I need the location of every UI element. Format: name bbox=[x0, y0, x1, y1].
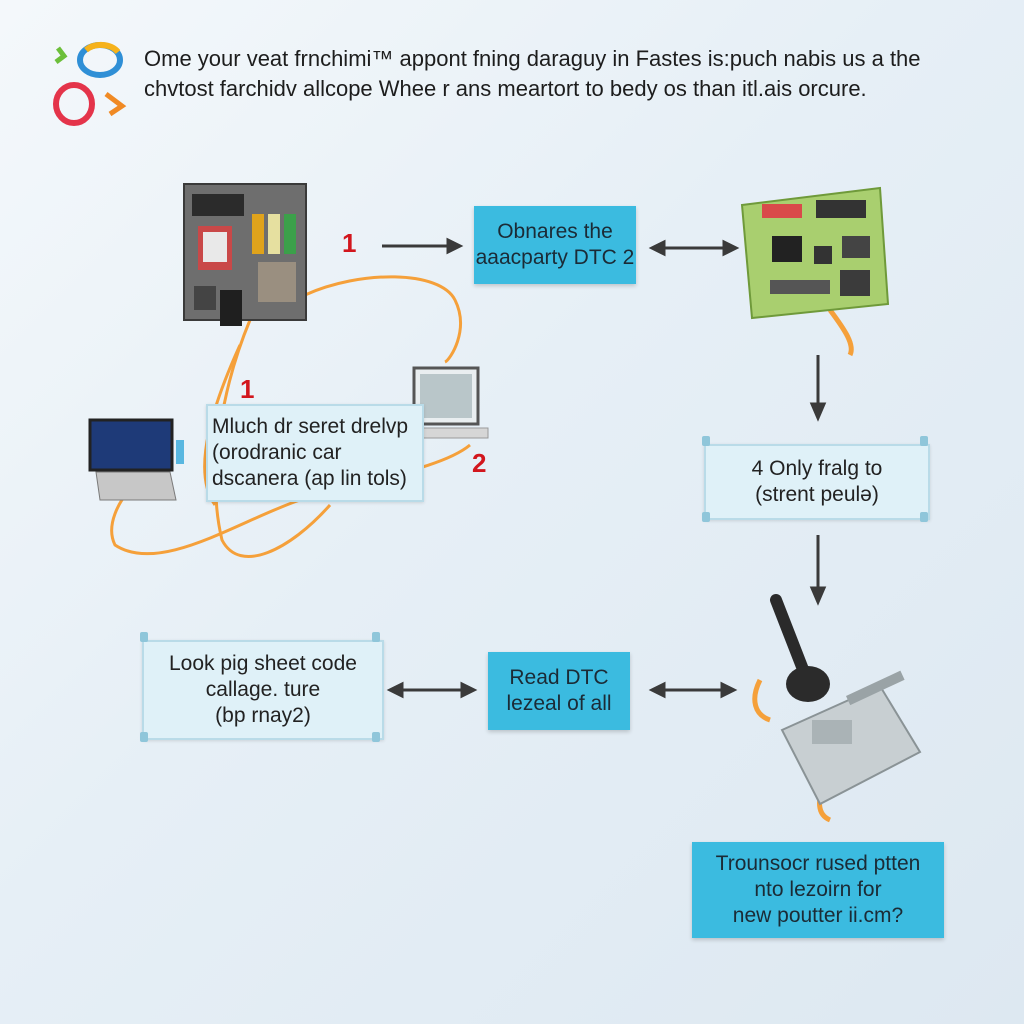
box-lookup-line-3: (bp rnay2) bbox=[215, 704, 311, 727]
step-number-2: 2 bbox=[472, 448, 487, 478]
box-manual-scanner: Mluch dr seret drelvp (orodranic car dsc… bbox=[206, 404, 424, 502]
box-read-line-2: lezeal of all bbox=[506, 692, 612, 715]
box-read-line-1: Read DTC bbox=[509, 666, 609, 689]
box-only-fralg: 4 Only fralg to (strent peulə) bbox=[704, 444, 930, 520]
laptop-icon bbox=[88, 418, 184, 501]
box-only-pin bbox=[702, 512, 710, 522]
box-lookup-line-2: callage. ture bbox=[205, 678, 321, 701]
box-troubleshoot-line-2: nto lezoirn for bbox=[754, 878, 882, 901]
box-lookup-pin bbox=[372, 732, 380, 742]
box-only-pin bbox=[920, 436, 928, 446]
monitor-icon bbox=[412, 366, 489, 439]
box-lookup-pin bbox=[140, 732, 148, 742]
box-troubleshoot-line-1: Trounsocr rused ptten bbox=[715, 852, 921, 875]
header-line-1: Ome your veat frnchimi™ appont fning dar… bbox=[144, 46, 921, 71]
box-only-pin bbox=[920, 512, 928, 522]
box-read-dtc: Read DTC lezeal of all bbox=[488, 652, 630, 730]
box-only-pin bbox=[702, 436, 710, 446]
box-troubleshoot: Trounsocr rused ptten nto lezoirn for ne… bbox=[692, 842, 944, 938]
box-lookup-pin bbox=[372, 632, 380, 642]
logo-circles-icon bbox=[53, 41, 127, 126]
box-lookup-line-1: Look pig sheet code bbox=[169, 652, 357, 675]
step-number-1-left: 1 bbox=[240, 374, 255, 404]
circuit-board-icon bbox=[740, 186, 890, 320]
box-obtain-dtc: Obnares the aaacparty DTC 2 bbox=[474, 206, 636, 284]
ecu-device-icon bbox=[183, 183, 307, 326]
box-obtain-line-2: aaacparty DTC 2 bbox=[475, 246, 635, 269]
box-only-line-2: (strent peulə) bbox=[755, 483, 879, 506]
obd-scanner-icon bbox=[770, 594, 922, 806]
box-manual-line-3: dscanera (ap lin tols) bbox=[212, 467, 407, 490]
header-description: Ome your veat frnchimi™ appont fning dar… bbox=[144, 44, 984, 104]
flow-arrows bbox=[382, 237, 827, 699]
box-lookup-code: Look pig sheet code callage. ture (bp rn… bbox=[142, 640, 384, 740]
box-manual-line-2: (orodranic car bbox=[212, 441, 342, 464]
box-lookup-pin bbox=[140, 632, 148, 642]
box-only-line-1: 4 Only fralg to bbox=[751, 457, 883, 480]
step-number-1-top: 1 bbox=[342, 228, 357, 258]
box-manual-line-1: Mluch dr seret drelvp bbox=[212, 415, 409, 438]
box-troubleshoot-line-3: new poutter ii.cm? bbox=[732, 904, 904, 927]
header-line-2: chvtost farchidv allcope Whee r ans mear… bbox=[144, 76, 867, 101]
box-obtain-line-1: Obnares the bbox=[497, 220, 613, 243]
